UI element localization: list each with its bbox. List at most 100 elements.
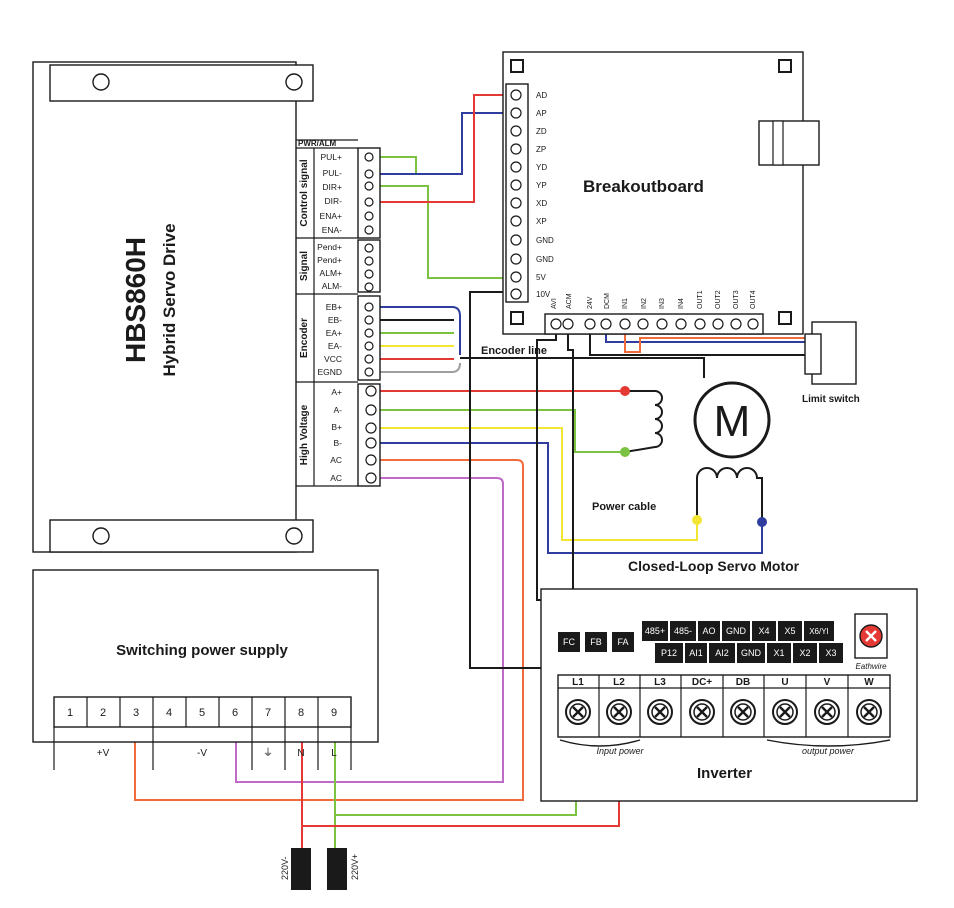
- bottom-terminal-block: [544, 313, 764, 335]
- pin-label: Pend+: [317, 242, 342, 252]
- svg-text:AP: AP: [536, 109, 547, 118]
- group-signal: Signal: [299, 251, 310, 281]
- breakout-board: Breakoutboard AD AP ZD ZP YD YP XD XP GN…: [502, 51, 820, 335]
- svg-text:L1: L1: [572, 677, 584, 688]
- pin-label: A+: [331, 387, 342, 397]
- wire-a-minus: [372, 409, 625, 453]
- encoder-line-label: Encoder line: [481, 345, 547, 357]
- breakout-body: [502, 51, 804, 335]
- wire-inverter-acm: [567, 328, 738, 620]
- wire-b-minus: [372, 442, 763, 554]
- svg-text:YP: YP: [536, 181, 547, 190]
- mount-hole: [285, 73, 303, 91]
- svg-text:GND: GND: [726, 626, 747, 636]
- svg-text:OUT4: OUT4: [750, 290, 757, 309]
- drive-top-bracket: [49, 64, 314, 102]
- svg-text:AI1: AI1: [689, 648, 703, 658]
- output-power-label: output power: [802, 746, 855, 756]
- svg-text:-V: -V: [197, 748, 207, 759]
- svg-text:DB: DB: [736, 677, 750, 688]
- wire-b-plus: [372, 427, 698, 541]
- mains-connectors: 220V- 220V+: [280, 848, 360, 890]
- wire-dir-minus: [372, 94, 513, 203]
- svg-text:GND: GND: [536, 255, 554, 264]
- svg-text:10V: 10V: [536, 290, 551, 299]
- pin-label: DIR-: [325, 196, 343, 206]
- limit-switch-label: Limit switch: [802, 394, 860, 405]
- winding-b: [696, 467, 763, 522]
- psu-terminal-numbers: 1 2 3 4 5 6 7 8 9: [67, 707, 337, 719]
- pin-label: A-: [334, 405, 343, 415]
- drive-pin-labels: PUL+ PUL- DIR+ DIR- ENA+ ENA- Pend+ Pend…: [317, 152, 342, 483]
- svg-text:X2: X2: [799, 648, 810, 658]
- svg-text:AI2: AI2: [715, 648, 729, 658]
- breakout-right-labels: AD AP ZD ZP YD YP XD XP GND GND 5V 10V: [536, 91, 554, 299]
- svg-text:2: 2: [100, 707, 106, 719]
- svg-text:7: 7: [265, 707, 271, 719]
- pin-label: ENA+: [320, 211, 342, 221]
- svg-text:IN3: IN3: [659, 298, 666, 309]
- svg-text:IN4: IN4: [678, 298, 685, 309]
- breakout-title: Breakoutboard: [583, 177, 704, 196]
- pin-label: EB-: [328, 315, 342, 325]
- svg-text:AVI: AVI: [551, 298, 558, 309]
- svg-text:L2: L2: [613, 677, 625, 688]
- mount-hole: [92, 73, 110, 91]
- breakout-bottom-labels: AVI ACM 24V DCM IN1 IN2 IN3 IN4 OUT1 OUT…: [551, 290, 757, 309]
- limit-switch: Limit switch: [802, 321, 860, 405]
- svg-text:XP: XP: [536, 217, 547, 226]
- pin-label: ALM-: [322, 281, 342, 291]
- right-terminal-block: [505, 83, 529, 303]
- svg-text:1: 1: [67, 707, 73, 719]
- inverter-title: Inverter: [697, 765, 752, 782]
- svg-text:X1: X1: [773, 648, 784, 658]
- svg-text:⏚: ⏚: [263, 747, 273, 759]
- wire-encoder-egnd: [372, 362, 461, 373]
- svg-text:X6/YI: X6/YI: [809, 627, 829, 636]
- drive-body: [32, 61, 297, 553]
- mount-hole: [92, 527, 110, 545]
- pin-label: EB+: [326, 302, 342, 312]
- wire-ac-2: [235, 477, 504, 783]
- pin-label: ENA-: [322, 225, 342, 235]
- svg-text:+V: +V: [97, 748, 110, 759]
- mount-hole: [285, 527, 303, 545]
- svg-text:3: 3: [133, 707, 139, 719]
- svg-text:FB: FB: [590, 637, 602, 647]
- svg-text:OUT2: OUT2: [715, 290, 722, 309]
- inverter-row2: P12 AI1 AI2 GND X1 X2 X3: [655, 643, 843, 663]
- svg-text:AO: AO: [702, 626, 715, 636]
- svg-text:GND: GND: [536, 236, 554, 245]
- wire-ac-1: [134, 459, 524, 801]
- psu-title: Switching power supply: [116, 642, 288, 659]
- terminal-b-minus: [757, 517, 767, 527]
- psu-terminal-strip: [53, 696, 352, 728]
- drive-model: HBS860H: [120, 237, 151, 363]
- terminal-a-plus: [620, 386, 630, 396]
- plug-220v-plus: [327, 848, 347, 890]
- group-pwr-alm: PWR/ALM: [298, 139, 337, 148]
- svg-text:8: 8: [298, 707, 304, 719]
- power-cable-label: Power cable: [592, 501, 656, 513]
- drive-screw-terminals: [364, 152, 377, 484]
- pin-label: VCC: [324, 354, 342, 364]
- drive-subtitle: Hybrid Servo Drive: [160, 223, 179, 376]
- earth-label: Eathwire: [855, 662, 887, 671]
- svg-text:FC: FC: [563, 637, 575, 647]
- hbs860h-drive: HBS860H Hybrid Servo Drive PWR/ALM Contr…: [32, 61, 381, 553]
- breakout-right-screws: [510, 89, 522, 300]
- svg-text:485+: 485+: [645, 626, 665, 636]
- control-connector: [357, 147, 381, 239]
- svg-text:ZP: ZP: [536, 145, 546, 154]
- input-power-label: Input power: [596, 746, 644, 756]
- psu-group-labels: +V -V ⏚ N L: [97, 747, 337, 759]
- svg-text:DC+: DC+: [692, 677, 712, 688]
- svg-text:5V: 5V: [536, 273, 546, 282]
- svg-text:GND: GND: [741, 648, 762, 658]
- svg-text:5: 5: [199, 707, 205, 719]
- group-encoder: Encoder: [299, 318, 310, 358]
- label-220v-plus: 220V+: [350, 854, 360, 880]
- svg-text:ZD: ZD: [536, 127, 547, 136]
- motor-circle: [693, 381, 771, 459]
